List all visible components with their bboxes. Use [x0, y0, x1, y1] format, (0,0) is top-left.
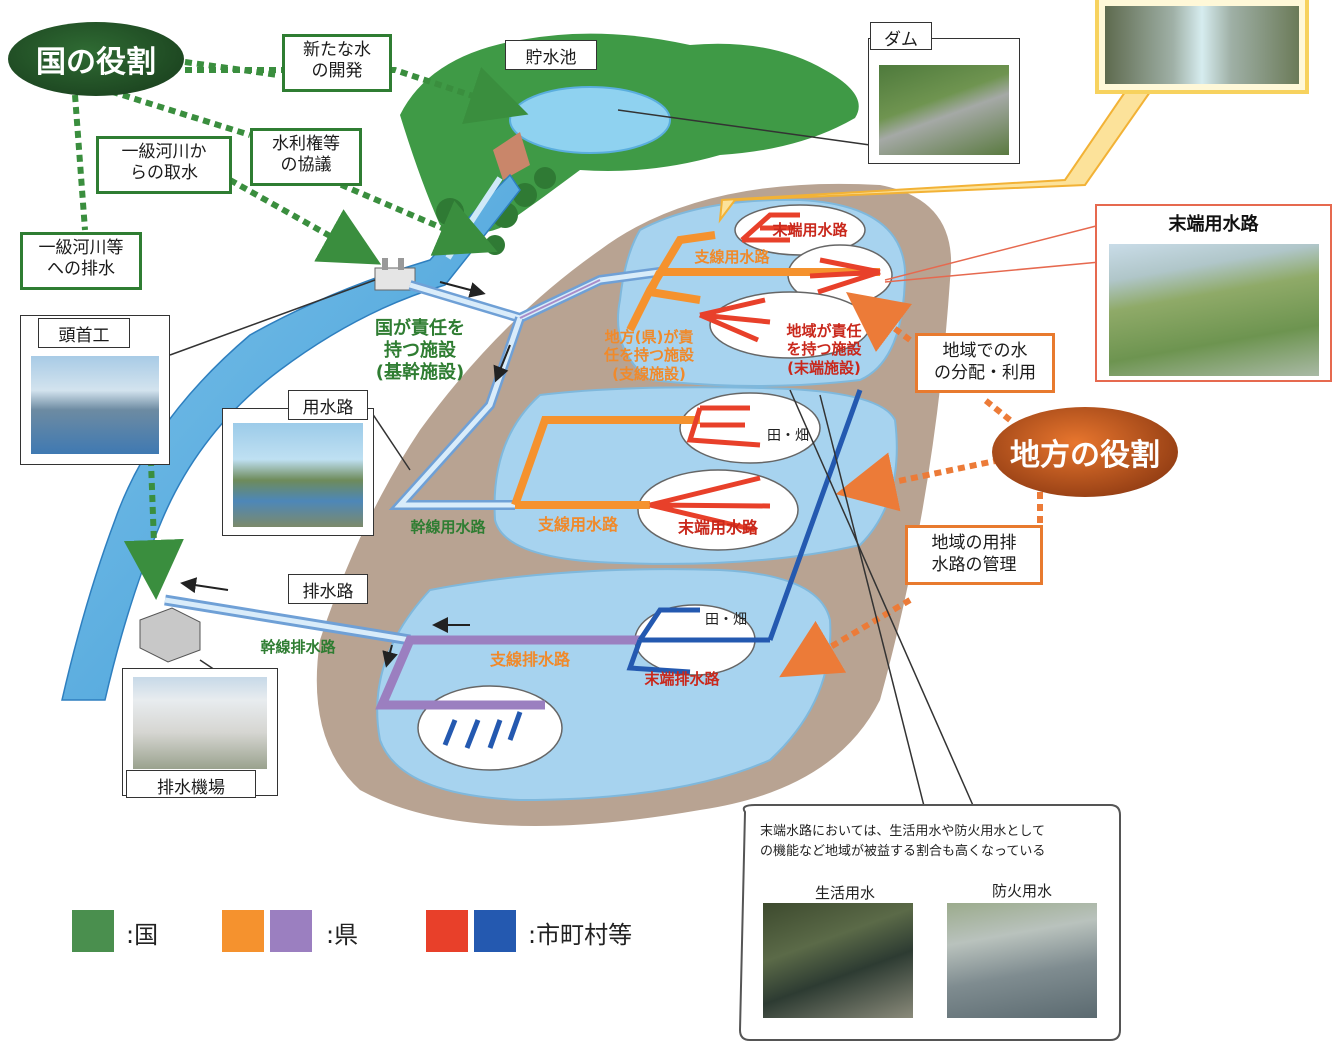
branch-drain	[375, 635, 640, 710]
legend-label-prefecture: :県	[326, 921, 359, 949]
callout-text: 末端水路においては、生活用水や防火用水として の機能など地域が被益する割合も高く…	[760, 824, 1046, 859]
pump-station-building	[139, 607, 201, 663]
water-rights-box: 水利権等 の協議	[250, 128, 362, 186]
field-plot	[417, 685, 563, 771]
photo-callout-pointer	[718, 91, 1152, 224]
callout-photo2-label: 防火用水	[991, 882, 1052, 900]
local-dotted-lines	[779, 292, 1043, 678]
canal-photo-top	[1095, 0, 1309, 94]
dam-photo	[868, 38, 1020, 164]
terminal-drain	[767, 389, 863, 641]
leader-lines	[169, 109, 976, 811]
branch-drain-label: 支線排水路	[489, 650, 570, 669]
legend-swatch-prefecture-canal	[222, 910, 264, 952]
tree	[534, 167, 556, 189]
terminal-canal	[809, 257, 881, 295]
terminal-canal-mid-label: 末端用水路	[677, 518, 758, 537]
tree	[485, 235, 505, 255]
reservoir-water	[509, 86, 671, 154]
field-low-label: 田・畑	[705, 612, 747, 628]
local-role-label: 地方の役割	[1010, 438, 1160, 473]
field-plot	[637, 469, 799, 551]
drain-label: 排水路	[288, 574, 368, 604]
terminal-canal	[740, 212, 800, 243]
terminal-canal-photo-title: 末端用水路	[1168, 214, 1259, 235]
branch-canal-top	[643, 270, 701, 304]
management-box: 地域の用排 水路の管理	[905, 525, 1043, 585]
distribution-box: 地域での水 の分配・利用	[915, 333, 1055, 393]
legend-swatch-prefecture-drain	[270, 910, 312, 952]
branch-canal-mid	[511, 416, 700, 507]
national-role-label: 国の役割	[36, 45, 156, 80]
headworks-structure	[374, 267, 416, 291]
canal-label: 用水路	[288, 390, 368, 420]
trunk-drain-label: 幹線排水路	[260, 638, 336, 656]
terminal-drain	[442, 711, 523, 749]
canal-photo	[222, 408, 374, 536]
terminal-drain-label: 末端排水路	[644, 670, 720, 688]
tree	[436, 198, 464, 226]
branch-canal-top-label: 支線用水路	[694, 248, 770, 266]
terminal-drain	[626, 607, 770, 675]
legend-swatch-national	[72, 910, 114, 952]
callout-photo1	[763, 903, 913, 1018]
local-role-badge: 地方の役割	[992, 407, 1178, 497]
new-water-box: 新たな水 の開発	[282, 34, 392, 92]
dam-label: ダム	[870, 22, 932, 50]
branch-canal-top	[626, 231, 716, 332]
field-mid-label: 田・畑	[767, 428, 809, 444]
terminal-canal	[699, 297, 771, 343]
legend-label-municipal: :市町村等	[528, 921, 633, 949]
callout-photo1-label: 生活用水	[814, 884, 875, 902]
headworks-label: 頭首工	[38, 318, 130, 348]
callout-photo2	[947, 903, 1097, 1018]
intake-box: 一級河川か らの取水	[96, 136, 232, 194]
local-facility-label: 地域が責任 を持つ施設 (末端施設)	[786, 322, 862, 377]
terminal-canal-top-label: 末端用水路	[772, 221, 848, 239]
discharge-box: 一級河川等 への排水	[20, 232, 142, 290]
terminal-canal	[649, 475, 771, 533]
national-role-badge: 国の役割	[8, 22, 184, 96]
legend-swatch-municipal-drain	[474, 910, 516, 952]
national-dotted-lines	[72, 59, 529, 600]
terminal-canal-leader	[884, 224, 1101, 283]
pump-station-label: 排水機場	[126, 770, 256, 798]
dam-body	[493, 132, 530, 180]
terminal-canal	[686, 405, 761, 448]
national-facility-label: 国が責任を 持つ施設 (基幹施設)	[375, 318, 465, 383]
branch-canal-mid-label: 支線用水路	[537, 515, 618, 534]
trunk-canal-label: 幹線用水路	[410, 518, 486, 536]
terminal-canal-photo: 末端用水路	[1095, 204, 1332, 382]
prefecture-facility-label: 地方(県)が責 任を持つ施設 (支線施設)	[603, 328, 694, 383]
legend-label-national: :国	[126, 921, 159, 949]
legend-swatch-municipal-canal	[426, 910, 468, 952]
reservoir-label: 貯水池	[505, 40, 597, 70]
